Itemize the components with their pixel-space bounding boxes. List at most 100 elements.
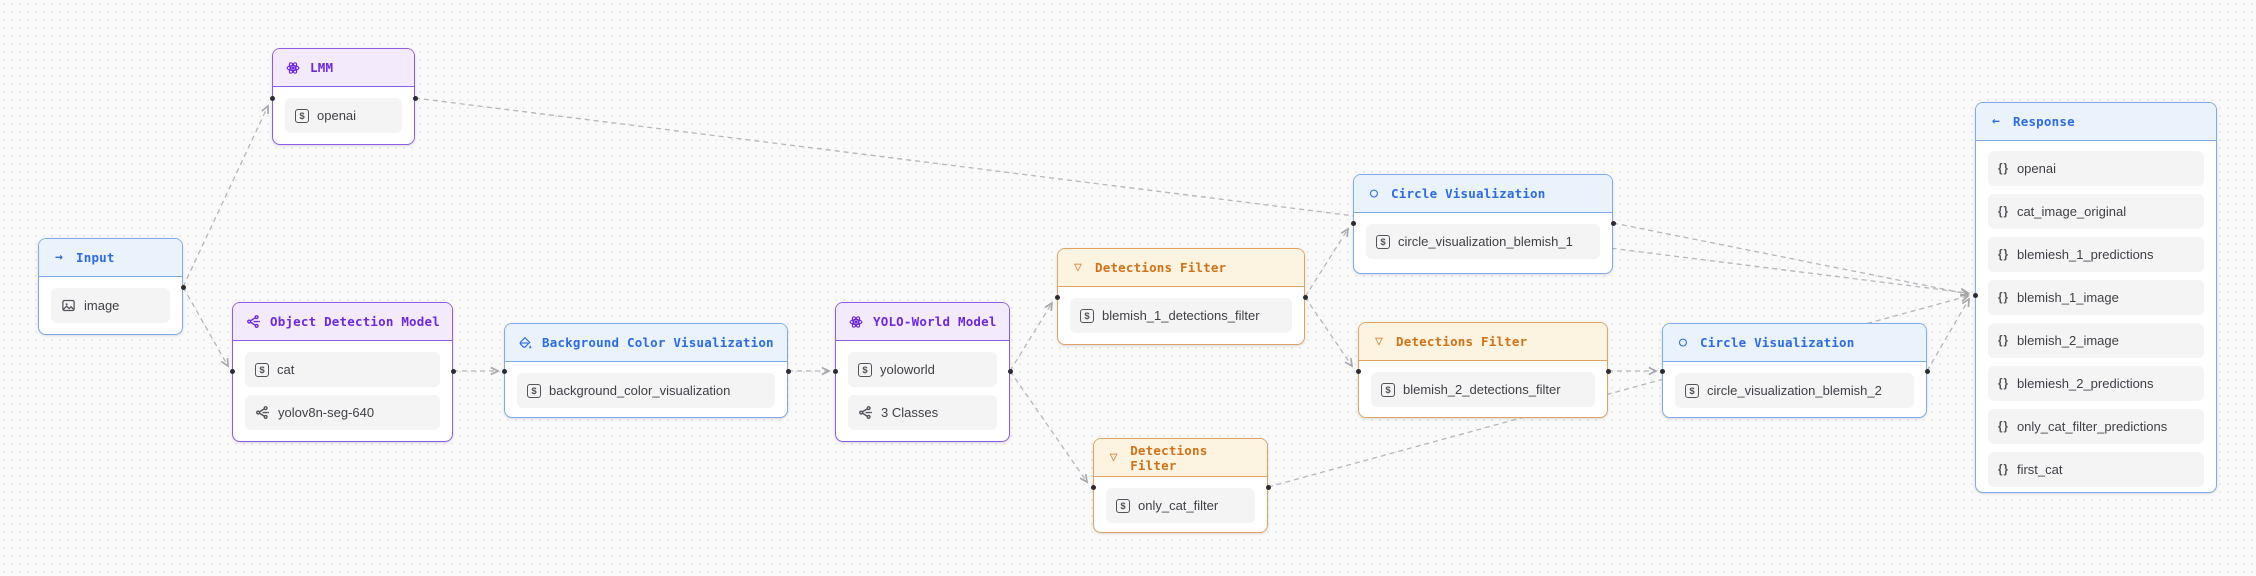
node-title: Response <box>2013 114 2075 129</box>
chip-label: background_color_visualization <box>549 383 731 398</box>
node-title: Object Detection Model <box>270 314 440 329</box>
braces-icon: {} <box>1998 248 2009 261</box>
node-background-color-visualization[interactable]: Background Color Visualization $ backgro… <box>501 323 791 418</box>
input-port[interactable] <box>1355 369 1361 374</box>
parameter-icon: $ <box>1080 308 1094 323</box>
funnel-icon: ▽ <box>1073 260 1083 275</box>
response-field[interactable]: {} first_cat <box>1988 452 2204 487</box>
node-header: Background Color Visualization <box>505 324 787 362</box>
response-field[interactable]: {} cat_image_original <box>1988 194 2204 229</box>
atom-icon <box>285 60 301 76</box>
output-port[interactable] <box>1605 369 1611 374</box>
input-port[interactable] <box>501 369 507 374</box>
node-output-chip[interactable]: $ circle_visualization_blemish_1 <box>1366 224 1600 259</box>
image-icon <box>61 298 76 313</box>
chip-label: circle_visualization_blemish_2 <box>1707 383 1882 398</box>
input-port[interactable] <box>1659 369 1665 374</box>
node-output-chip[interactable]: $ openai <box>285 98 402 133</box>
node-title: Input <box>76 250 115 265</box>
node-output-chip[interactable]: $ only_cat_filter <box>1106 488 1255 523</box>
node-input[interactable]: → Input image <box>38 238 186 335</box>
input-port[interactable] <box>1972 293 1978 298</box>
node-output-chip[interactable]: $ yoloworld <box>848 352 997 387</box>
chip-label: cat <box>277 362 295 377</box>
node-header: ▽ Detections Filter <box>1359 323 1607 361</box>
output-port[interactable] <box>180 285 186 290</box>
node-detections-filter-blemish-2[interactable]: ▽ Detections Filter $ blemish_2_detectio… <box>1355 322 1611 418</box>
response-field[interactable]: {} blemish_2_image <box>1988 323 2204 358</box>
parameter-icon: $ <box>1116 498 1130 513</box>
node-yolo-world-model[interactable]: YOLO-World Model $ yoloworld 3 Classes <box>832 302 1013 442</box>
node-output-chip[interactable]: $ blemish_2_detections_filter <box>1371 372 1595 407</box>
output-port[interactable] <box>785 369 791 374</box>
input-port[interactable] <box>229 369 235 374</box>
input-port[interactable] <box>1090 485 1096 490</box>
output-port[interactable] <box>1265 485 1271 490</box>
parameter-icon: $ <box>1685 383 1699 398</box>
chip-label: yoloworld <box>880 362 935 377</box>
output-port[interactable] <box>1007 369 1013 374</box>
braces-icon: {} <box>1998 162 2009 175</box>
funnel-icon: ▽ <box>1374 334 1384 349</box>
molecule-icon <box>255 405 270 420</box>
node-output-chip[interactable]: $ blemish_1_detections_filter <box>1070 298 1292 333</box>
circle-icon: ○ <box>1369 186 1379 201</box>
input-port[interactable] <box>269 96 275 101</box>
node-title: YOLO-World Model <box>873 314 997 329</box>
chip-label: blemish_1_detections_filter <box>1102 308 1260 323</box>
node-object-detection-model[interactable]: Object Detection Model $ cat yolov8n-seg… <box>229 302 456 442</box>
node-output-chip[interactable]: $ circle_visualization_blemish_2 <box>1675 373 1914 408</box>
response-field[interactable]: {} blemish_1_image <box>1988 280 2204 315</box>
node-output-chip[interactable]: $ background_color_visualization <box>517 373 775 408</box>
braces-icon: {} <box>1998 420 2009 433</box>
molecule-icon <box>858 405 873 420</box>
output-port[interactable] <box>450 369 456 374</box>
chip-label: circle_visualization_blemish_1 <box>1398 234 1573 249</box>
arrow-left-icon: ← <box>1991 114 2001 129</box>
output-port[interactable] <box>1924 369 1930 374</box>
response-field[interactable]: {} openai <box>1988 151 2204 186</box>
chip-label: cat_image_original <box>2016 204 2127 219</box>
node-detections-filter-only-cat[interactable]: ▽ Detections Filter $ only_cat_filter <box>1090 438 1271 533</box>
node-title: Detections Filter <box>1095 260 1227 275</box>
parameter-icon: $ <box>255 362 269 377</box>
node-lmm[interactable]: LMM $ openai <box>269 48 418 145</box>
node-title: Detections Filter <box>1130 442 1208 473</box>
chip-label: blemish_2_detections_filter <box>1403 382 1561 397</box>
input-port[interactable] <box>1054 295 1060 300</box>
braces-icon: {} <box>1998 377 2009 390</box>
input-port[interactable] <box>832 369 838 374</box>
response-field[interactable]: {} blemiesh_2_predictions <box>1988 366 2204 401</box>
chip-label: openai <box>2016 161 2056 176</box>
node-detections-filter-blemish-1[interactable]: ▽ Detections Filter $ blemish_1_detectio… <box>1054 248 1308 345</box>
funnel-icon: ▽ <box>1109 450 1118 465</box>
node-circle-visualization-blemish-1[interactable]: ○ Circle Visualization $ circle_visualiz… <box>1350 174 1616 274</box>
parameter-icon: $ <box>1376 234 1390 249</box>
node-circle-visualization-blemish-2[interactable]: ○ Circle Visualization $ circle_visualiz… <box>1659 323 1930 418</box>
response-field[interactable]: {} only_cat_filter_predictions <box>1988 409 2204 444</box>
output-port[interactable] <box>1610 221 1616 226</box>
node-header: Object Detection Model <box>233 303 452 341</box>
input-port[interactable] <box>1350 221 1356 226</box>
response-field[interactable]: {} blemiesh_1_predictions <box>1988 237 2204 272</box>
node-title: Detections Filter <box>1396 334 1528 349</box>
node-header: YOLO-World Model <box>836 303 1009 341</box>
chip-label: openai <box>317 108 357 123</box>
node-header: ← Response <box>1976 103 2216 141</box>
chip-label: blemish_2_image <box>2016 333 2119 348</box>
braces-icon: {} <box>1998 463 2009 476</box>
node-output-chip[interactable]: image <box>51 288 170 323</box>
output-port[interactable] <box>412 96 418 101</box>
node-response[interactable]: ← Response {} openai {} cat_image_origin… <box>1972 102 2217 493</box>
node-title: LMM <box>310 60 334 75</box>
node-output-chip[interactable]: $ cat <box>245 352 440 387</box>
chip-label: image <box>84 298 120 313</box>
output-port[interactable] <box>1302 295 1308 300</box>
chip-label: yolov8n-seg-640 <box>278 405 375 420</box>
node-header: ▽ Detections Filter <box>1094 439 1267 477</box>
node-output-chip[interactable]: yolov8n-seg-640 <box>245 395 440 430</box>
parameter-icon: $ <box>858 362 872 377</box>
node-output-chip[interactable]: 3 Classes <box>848 395 997 430</box>
braces-icon: {} <box>1998 334 2009 347</box>
